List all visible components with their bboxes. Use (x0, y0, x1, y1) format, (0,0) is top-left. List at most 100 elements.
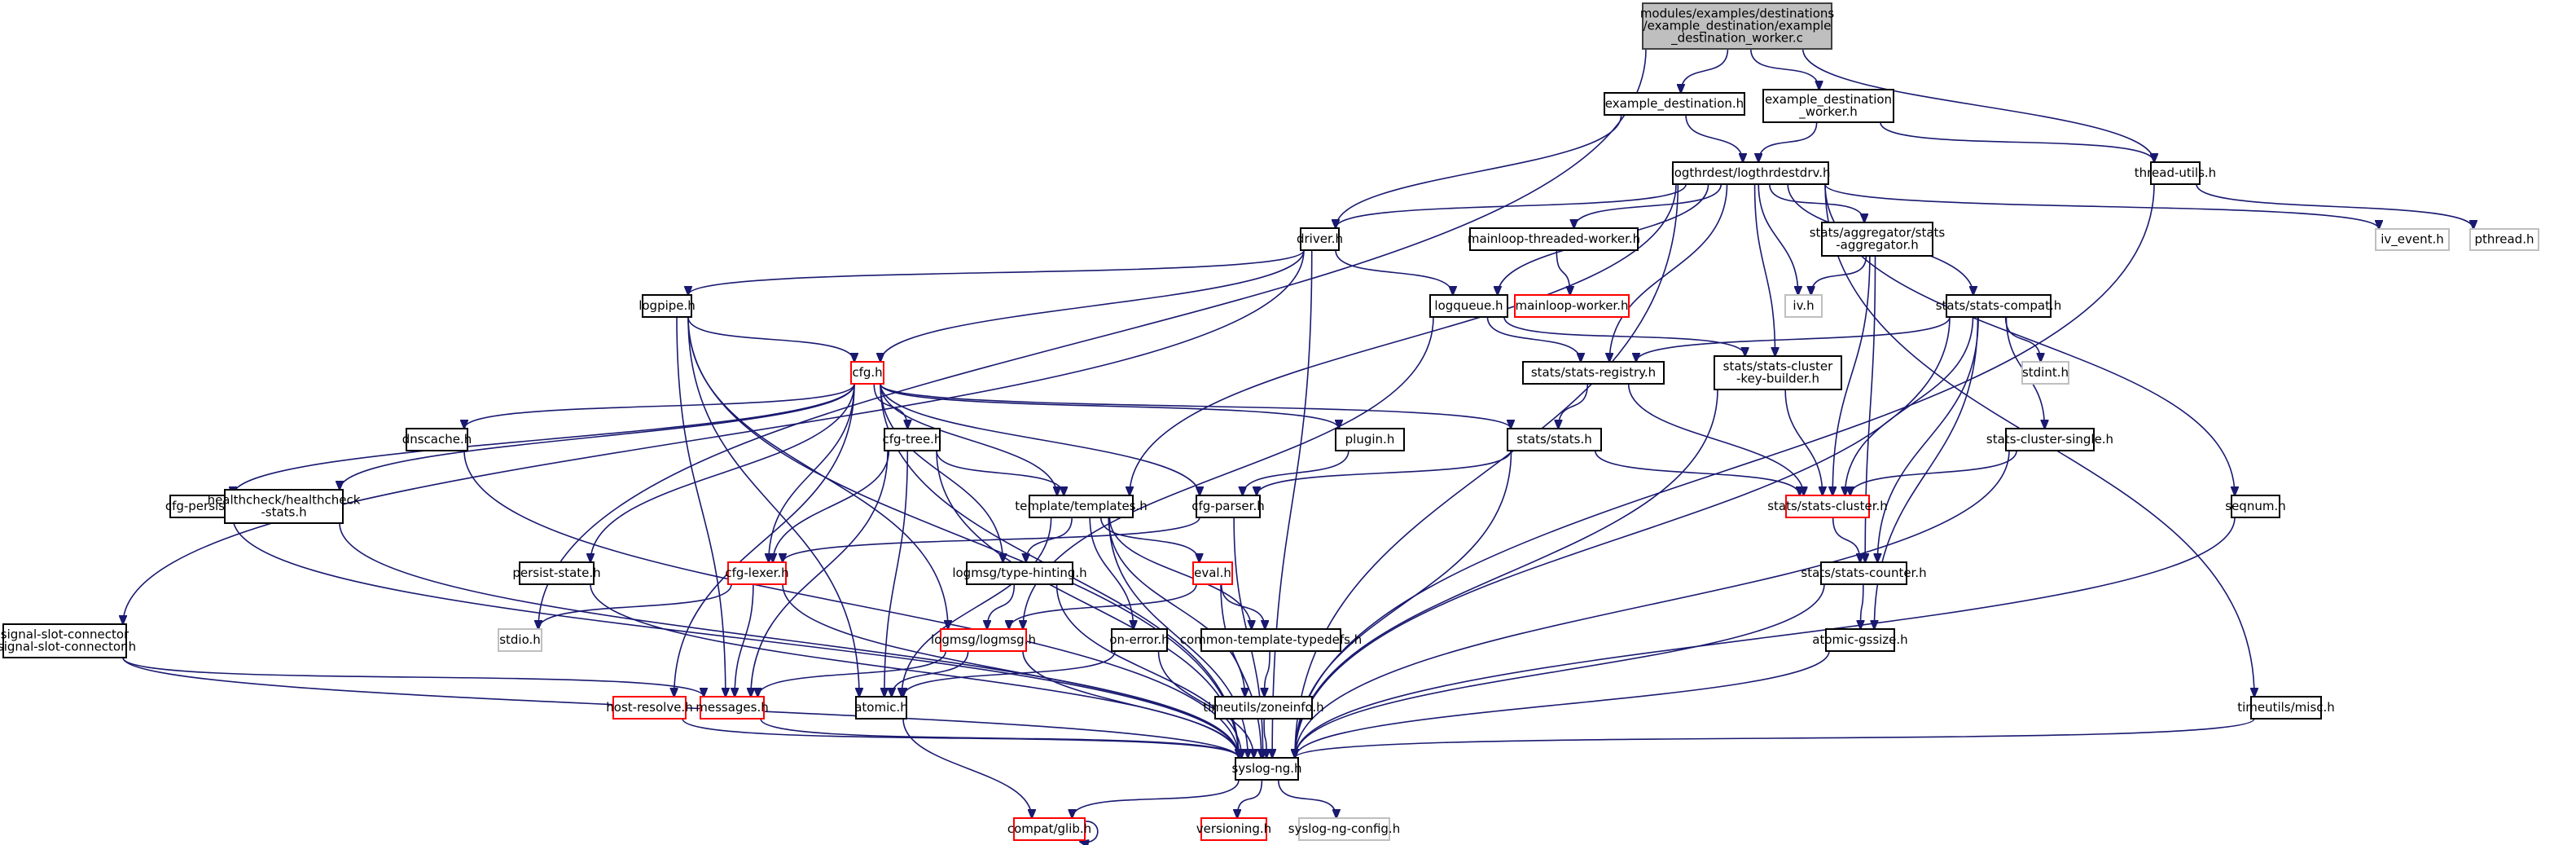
node-mainloop-worker-h[interactable]: mainloop-worker.h (1514, 294, 1630, 318)
node-stats-h[interactable]: stats/stats.h (1507, 428, 1602, 451)
node-logqueue-h[interactable]: logqueue.h (1429, 294, 1508, 318)
node-cfg-lexer-h[interactable]: cfg-lexer.h (725, 561, 789, 585)
edge-templates_h-to-common_template_typedefs_h (1108, 517, 1251, 629)
edge-eval_h-to-syslog_ng_h (1220, 583, 1262, 758)
node-box (1507, 428, 1602, 451)
node-healthcheck-h[interactable]: healthcheck/healthcheck-stats.h (208, 489, 361, 524)
edge-eval_h-to-common_template_typedefs_h (1220, 583, 1265, 629)
node-logmsg-h[interactable]: logmsg/logmsg.h (931, 628, 1036, 652)
node-versioning-h[interactable]: versioning.h (1196, 817, 1271, 841)
node-cfg-tree-h[interactable]: cfg-tree.h (883, 428, 942, 451)
node-box (224, 489, 344, 524)
node-label: stats/stats-cluster (1723, 359, 1833, 374)
node-cfg-parser-h[interactable]: cfg-parser.h (1191, 495, 1265, 518)
edge-driver_h-to-logpipe_h (688, 249, 1305, 295)
edge-stats_compat_h-to-stats_registry_h (1636, 316, 1951, 362)
edge-driver_h-to-cfg_h (880, 249, 1305, 362)
edge-zoneinfo_h-to-syslog_ng_h (1264, 718, 1266, 758)
edge-example_destination_worker_h-to-logthrdestdrv_h (1758, 121, 1818, 162)
edge-cfg_lexer_h-to-syslog_ng_h (782, 583, 1239, 758)
node-plugin-h[interactable]: plugin.h (1335, 428, 1405, 451)
node-atomic-gssize-h[interactable]: atomic-gssize.h (1812, 628, 1908, 652)
node-thread-utils-h[interactable]: thread-utils.h (2135, 161, 2216, 185)
node-label: stats-cluster-single.h (1986, 432, 2113, 447)
node-box (940, 628, 1027, 652)
node-box (406, 428, 468, 451)
node-label: cfg-persist.h (165, 499, 241, 513)
node-root[interactable]: modules/examples/destinations/example_de… (1640, 2, 1835, 50)
node-label: template/templates.h (1015, 499, 1148, 513)
node-eval-h[interactable]: eval.h (1192, 561, 1233, 585)
node-label: common-template-typedefs.h (1180, 632, 1363, 647)
node-stats-cluster-single-h[interactable]: stats-cluster-single.h (1986, 428, 2113, 451)
edge-logthrdestdrv_h-to-templates_h (1130, 183, 1677, 495)
node-host-resolve-h[interactable]: host-resolve.h (606, 696, 693, 720)
edge-cfg_h-to-plugin_h (880, 383, 1339, 429)
node-box (1029, 495, 1134, 518)
node-label: cfg-lexer.h (725, 566, 788, 580)
edge-logqueue_h-to-stats_cluster_key_builder_h (1503, 316, 1745, 356)
node-label: pthread.h (2475, 232, 2534, 247)
node-stats-cluster-key-builder-h[interactable]: stats/stats-cluster-key-builder.h (1714, 355, 1842, 390)
node-signal-slot-connector-h[interactable]: signal-slot-connector/signal-slot-connec… (0, 623, 136, 658)
edge-stats_cluster_key_builder_h-to-syslog_ng_h (1295, 389, 1718, 758)
node-atomic-h[interactable]: atomic.h (854, 696, 908, 720)
node-stats-registry-h[interactable]: stats/stats-registry.h (1522, 361, 1665, 385)
node-stdint-h[interactable]: stdint.h (2021, 361, 2069, 385)
edge-logthrdestdrv_h-to-iv_event_h (1824, 183, 2379, 229)
node-zoneinfo-h[interactable]: timeutils/zoneinfo.h (1203, 696, 1324, 720)
node-stats-counter-h[interactable]: stats/stats-counter.h (1801, 561, 1927, 585)
edges-layer (123, 48, 2473, 843)
edge-stats_h-to-stats_cluster_h (1595, 450, 1800, 495)
node-common-template-typedefs-h[interactable]: common-template-typedefs.h (1180, 628, 1363, 652)
node-label: atomic.h (854, 700, 908, 715)
edge-logthrdestdrv_h-to-mainloop_threaded_worker_h (1574, 183, 1722, 228)
node-driver-h[interactable]: driver.h (1297, 227, 1343, 251)
node-iv-h[interactable]: iv.h (1784, 294, 1823, 318)
node-compat-glib-h[interactable]: compat/glib.h (1007, 817, 1091, 841)
edge-root-to-example_destination_worker_h (1750, 48, 1819, 90)
node-box (1013, 817, 1086, 841)
node-syslog-ng-h[interactable]: syslog-ng.h (1231, 757, 1302, 781)
node-logthrdestdrv-h[interactable]: logthrdest/logthrdestdrv.h (1671, 161, 1831, 185)
node-syslog-ng-config-h[interactable]: syslog-ng-config.h (1288, 817, 1400, 841)
edge-thread_utils_h-to-pthread_h (2196, 183, 2473, 229)
node-mainloop-threaded-worker-h[interactable]: mainloop-threaded-worker.h (1468, 227, 1640, 251)
edge-templates_h-to-on_error_h (1089, 517, 1133, 629)
node-label: signal-slot-connector (1, 627, 129, 642)
node-dnscache-h[interactable]: dnscache.h (402, 428, 472, 451)
node-stats-compat-h[interactable]: stats/stats-compat.h (1936, 294, 2062, 318)
node-stats-aggregator-h[interactable]: stats/aggregator/stats-aggregator.h (1810, 222, 1946, 257)
node-logpipe-h[interactable]: logpipe.h (639, 294, 696, 318)
node-seqnum-h[interactable]: seqnum.h (2225, 495, 2286, 518)
edge-messages_h-to-syslog_ng_h (760, 718, 1239, 758)
node-templates-h[interactable]: template/templates.h (1015, 495, 1148, 518)
node-cfg-h[interactable]: cfg.h (850, 361, 884, 385)
node-label: stdio.h (499, 632, 541, 647)
edge-stats_counter_h-to-syslog_ng_h (1295, 583, 1825, 758)
node-label: logqueue.h (1434, 298, 1503, 313)
node-label: stats/stats-cluster.h (1767, 499, 1888, 513)
edge-cfg_parser_h-to-cfg_lexer_h (783, 517, 1200, 562)
node-label: stats/stats-registry.h (1531, 365, 1656, 380)
node-stats-cluster-h[interactable]: stats/stats-cluster.h (1767, 495, 1888, 518)
node-example-destination-worker-h[interactable]: example_destination_worker.h (1762, 89, 1894, 123)
node-on-error-h[interactable]: on-error.h (1109, 628, 1170, 652)
node-example-destination-h[interactable]: example_destination.h (1604, 92, 1745, 116)
edge-cfg_h-to-templates_h (880, 383, 1057, 495)
node-label: cfg.h (852, 365, 882, 380)
node-timeutils-misc-h[interactable]: timeutils/misc.h (2237, 696, 2335, 720)
edge-dnscache_h-to-syslog_ng_h (463, 450, 1239, 758)
node-pthread-h[interactable]: pthread.h (2469, 228, 2539, 251)
node-persist-state-h[interactable]: persist-state.h (512, 561, 601, 585)
edge-templates_h-to-atomic_h (902, 517, 1052, 697)
edge-stats_cluster_single_h-to-syslog_ng_h (1295, 450, 2010, 758)
node-stdio-h[interactable]: stdio.h (498, 628, 542, 652)
edge-cfg_h-to-healthcheck_h (340, 383, 855, 490)
node-iv-event-h[interactable]: iv_event.h (2375, 228, 2450, 251)
node-type-hinting-h[interactable]: logmsg/type-hinting.h (952, 561, 1087, 585)
node-box (1714, 355, 1842, 390)
node-box (642, 294, 692, 318)
node-messages-h[interactable]: messages.h (696, 696, 769, 720)
